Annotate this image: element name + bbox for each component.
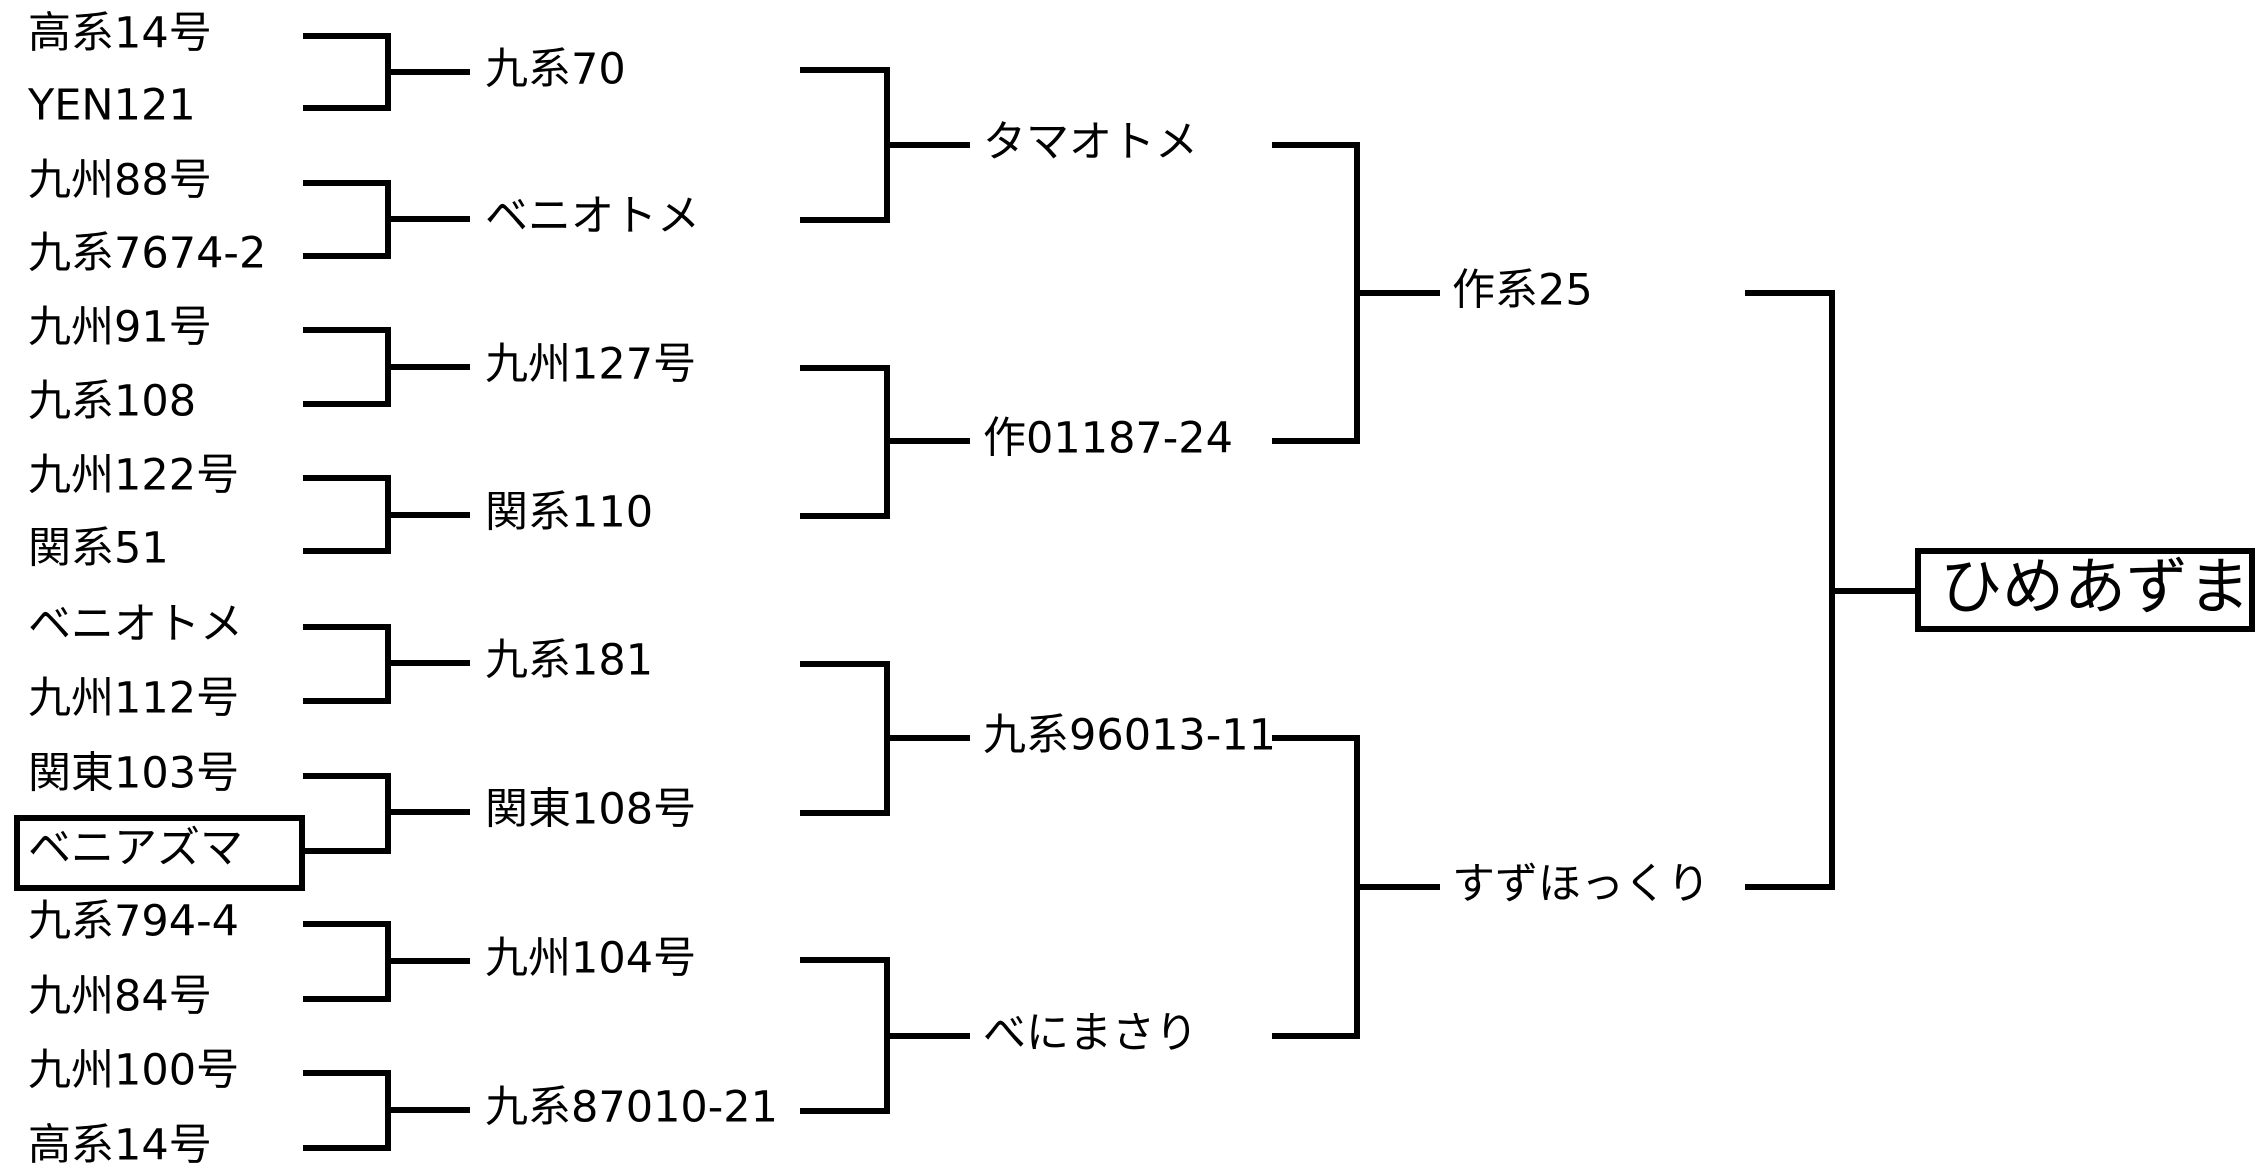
ancestor-label: 九州88号 — [28, 156, 212, 206]
bracket-connector — [303, 921, 470, 1002]
highlight-box — [14, 815, 305, 891]
bracket-connector — [303, 1070, 470, 1151]
level-great-great-grandparents: 高系14号 YEN121 九州88号 九系7674-2 九州91号 九系108 … — [14, 9, 305, 1171]
ancestor-label: 九系108 — [28, 377, 196, 427]
ancestor-label: 作01187-24 — [983, 414, 1233, 464]
ancestor-label: ベニオトメ — [485, 192, 700, 242]
bracket-connector — [1745, 290, 1918, 890]
ancestor-label: 九州100号 — [28, 1046, 239, 1096]
bracket-connector — [800, 661, 970, 816]
ancestor-label: 九系181 — [485, 636, 653, 686]
ancestor-label: 関系110 — [485, 488, 653, 538]
ancestor-label-highlighted: ベニアズマ — [28, 824, 243, 874]
bracket-connector — [303, 773, 470, 854]
ancestor-label: 九州112号 — [28, 674, 239, 724]
ancestor-label: 関東108号 — [485, 785, 696, 835]
ancestor-label: 九州84号 — [28, 972, 212, 1022]
ancestor-label: べにまさり — [983, 1009, 1198, 1059]
result-variety: ひめあずま — [1915, 548, 2255, 632]
bracket-connector — [303, 180, 470, 259]
ancestor-label: 九州127号 — [485, 340, 696, 390]
ancestor-label: YEN121 — [27, 81, 196, 131]
pollen-parent-label: すずほっくり — [1452, 860, 1710, 910]
seed-parent-label: 作系25 — [1452, 266, 1593, 316]
ancestor-label: 九系794-4 — [28, 897, 239, 947]
ancestor-label: タマオトメ — [983, 118, 1198, 168]
ancestor-label: 九系70 — [485, 45, 626, 95]
ancestor-label: 九系87010-21 — [485, 1083, 778, 1133]
ancestor-label: 高系14号 — [28, 9, 212, 59]
level-great-grandparents: 九系70 ベニオトメ 九州127号 関系110 九系181 関東108号 九州1… — [485, 45, 778, 1133]
result-label: ひめあずま — [1940, 550, 2250, 623]
result-box — [1915, 548, 2255, 632]
bracket-connector — [1272, 142, 1440, 444]
bracket-connector — [800, 365, 970, 519]
bracket-connector — [303, 624, 470, 704]
bracket-connector — [800, 957, 970, 1114]
bracket-connector — [303, 327, 470, 407]
ancestor-label: 九州104号 — [485, 934, 696, 984]
ancestor-label: 九系96013-11 — [983, 711, 1276, 761]
ancestor-label: 高系14号 — [28, 1121, 212, 1171]
ancestor-label: ベニオトメ — [28, 600, 243, 650]
ancestor-label: 関系51 — [28, 524, 169, 574]
level-grandparents: タマオトメ 作01187-24 九系96013-11 べにまさり — [983, 118, 1276, 1059]
ancestor-label: 九系7674-2 — [28, 229, 266, 279]
bracket-connector — [303, 475, 470, 554]
bracket-connector — [1272, 735, 1440, 1039]
level-parents: 作系25 すずほっくり — [1452, 266, 1710, 910]
ancestor-label: 関東103号 — [28, 749, 239, 799]
ancestor-label: 九州122号 — [28, 451, 239, 501]
ancestor-label: 九州91号 — [28, 303, 212, 353]
bracket-connector — [303, 33, 470, 111]
connector-lines — [303, 33, 1918, 1151]
bracket-connector — [800, 67, 970, 223]
